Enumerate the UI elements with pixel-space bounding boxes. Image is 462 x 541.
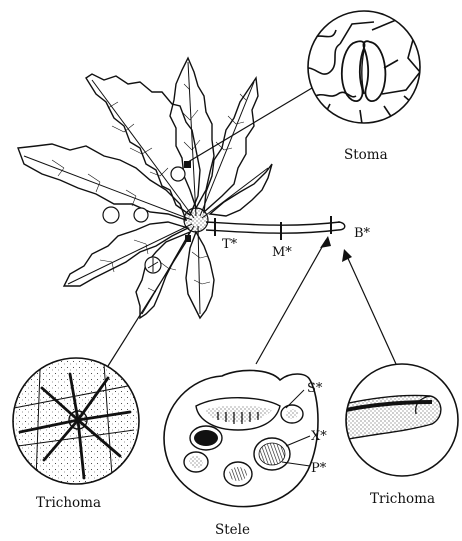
sample-marker-2 <box>103 207 119 223</box>
caption-stele: Stele <box>215 522 250 538</box>
leaf-blade <box>18 58 272 318</box>
arrowhead-stele <box>320 236 331 248</box>
label-x: X* <box>311 429 327 444</box>
label-b: B* <box>354 226 371 241</box>
sample-marker-3 <box>134 208 148 222</box>
stele-cross-section <box>164 370 318 506</box>
caption-trichoma-left: Trichoma <box>36 495 101 511</box>
label-s: S* <box>307 381 323 396</box>
label-m: M* <box>272 245 292 260</box>
arrowhead-trichoma-right <box>342 249 352 262</box>
trichoma-right-inset <box>344 364 458 476</box>
caption-stoma: Stoma <box>344 147 388 163</box>
leaf-junction-marker <box>184 208 208 232</box>
stoma-inset <box>300 11 420 124</box>
label-t: T* <box>222 237 238 252</box>
caption-trichoma-right: Trichoma <box>370 491 435 507</box>
trichoma-left-inset <box>10 355 142 487</box>
label-p: P* <box>311 461 327 476</box>
sample-marker-1 <box>171 167 185 181</box>
